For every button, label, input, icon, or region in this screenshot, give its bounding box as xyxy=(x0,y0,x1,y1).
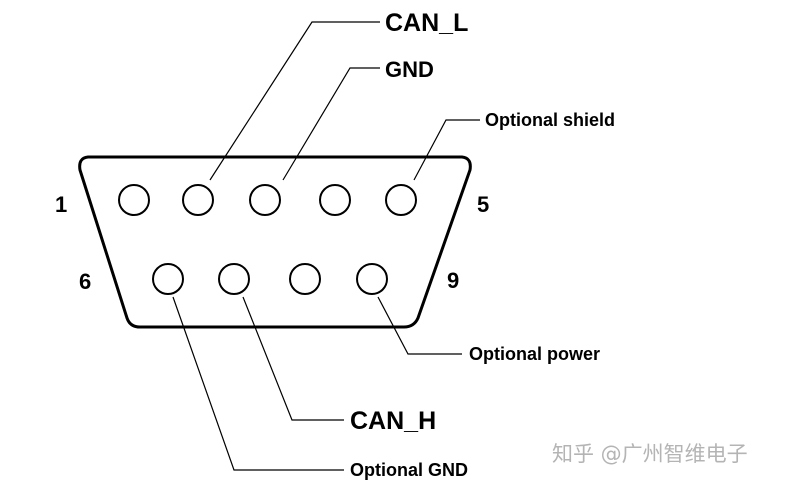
pin-1 xyxy=(118,184,150,216)
connector-shell xyxy=(78,155,472,329)
signal-label-optional-power: Optional power xyxy=(469,344,600,364)
signal-label-optional-shield: Optional shield xyxy=(485,110,615,130)
leader-optional-shield xyxy=(413,119,480,181)
pin-2 xyxy=(182,184,214,216)
signal-label-gnd: GND xyxy=(385,57,434,82)
pin-3 xyxy=(249,184,281,216)
pin-5 xyxy=(385,184,417,216)
pin-8 xyxy=(289,263,321,295)
leader-can-h xyxy=(242,296,344,421)
leader-can-l xyxy=(209,21,380,181)
pin-9 xyxy=(356,263,388,295)
pin-number-1: 1 xyxy=(55,192,67,217)
watermark-text: 知乎 @广州智维电子 xyxy=(552,442,748,466)
signal-label-can-h: CAN_H xyxy=(350,407,436,435)
pin-number-5: 5 xyxy=(477,192,489,217)
pin-number-6: 6 xyxy=(79,269,91,294)
pin-7 xyxy=(218,263,250,295)
pin-4 xyxy=(319,184,351,216)
leader-gnd xyxy=(282,67,380,181)
leader-optional-gnd xyxy=(172,296,344,471)
signal-label-optional-gnd: Optional GND xyxy=(350,460,468,480)
leader-optional-power xyxy=(377,296,462,355)
pin-6 xyxy=(152,263,184,295)
signal-label-can-l: CAN_L xyxy=(385,9,468,37)
pin-number-9: 9 xyxy=(447,268,459,293)
